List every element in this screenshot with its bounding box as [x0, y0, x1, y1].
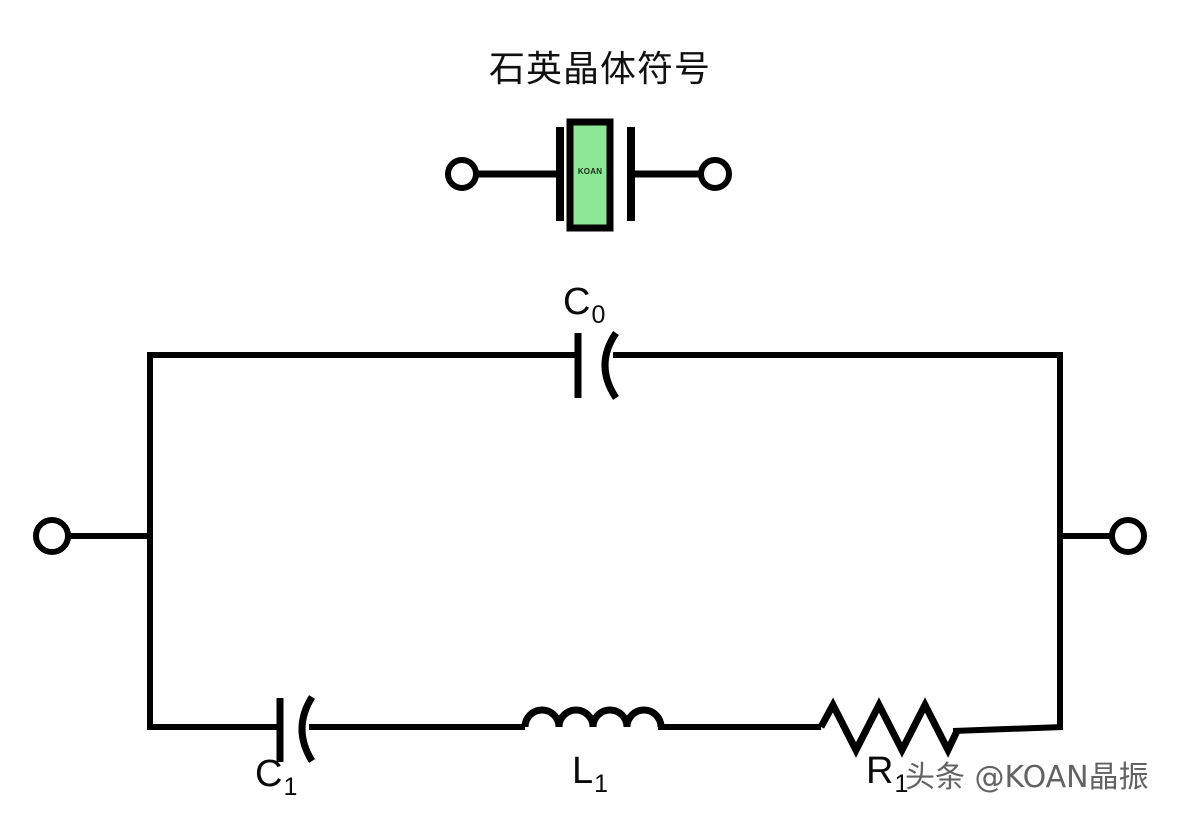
label-letter: R: [866, 750, 894, 792]
label-subscript: 1: [894, 770, 909, 798]
crystal-symbol-group: [445, 118, 732, 232]
c0-plate-curved: [601, 331, 619, 400]
l1-coil-icon: [521, 706, 665, 728]
equivalent-circuit-group: [33, 331, 1147, 763]
circuit-right-terminal-icon: [1109, 517, 1147, 555]
label-letter: L: [572, 750, 594, 792]
r1-zigzag-icon: [817, 697, 961, 758]
label-letter: C: [563, 281, 591, 323]
label-letter: C: [255, 753, 283, 795]
component-label-c1: C1: [255, 753, 297, 801]
c1-plate-curved: [298, 695, 316, 763]
component-label-c0: C0: [563, 281, 605, 329]
label-subscript: 1: [594, 770, 609, 798]
page-title: 石英晶体符号: [488, 49, 711, 90]
bottom-wire-r1-to-rail: [952, 724, 1064, 734]
label-subscript: 0: [591, 301, 606, 329]
crystal-body-icon: [566, 118, 614, 232]
crystal-left-terminal-icon: [445, 157, 479, 191]
watermark-text: 头条 @KOAN晶振: [905, 760, 1149, 795]
component-label-r1: R1: [866, 750, 908, 798]
crystal-right-terminal-icon: [698, 157, 732, 191]
circuit-left-terminal-icon: [33, 517, 71, 555]
crystal-chip-label: KOAN: [577, 167, 603, 176]
label-subscript: 1: [283, 773, 298, 801]
component-label-l1: L1: [572, 750, 608, 798]
